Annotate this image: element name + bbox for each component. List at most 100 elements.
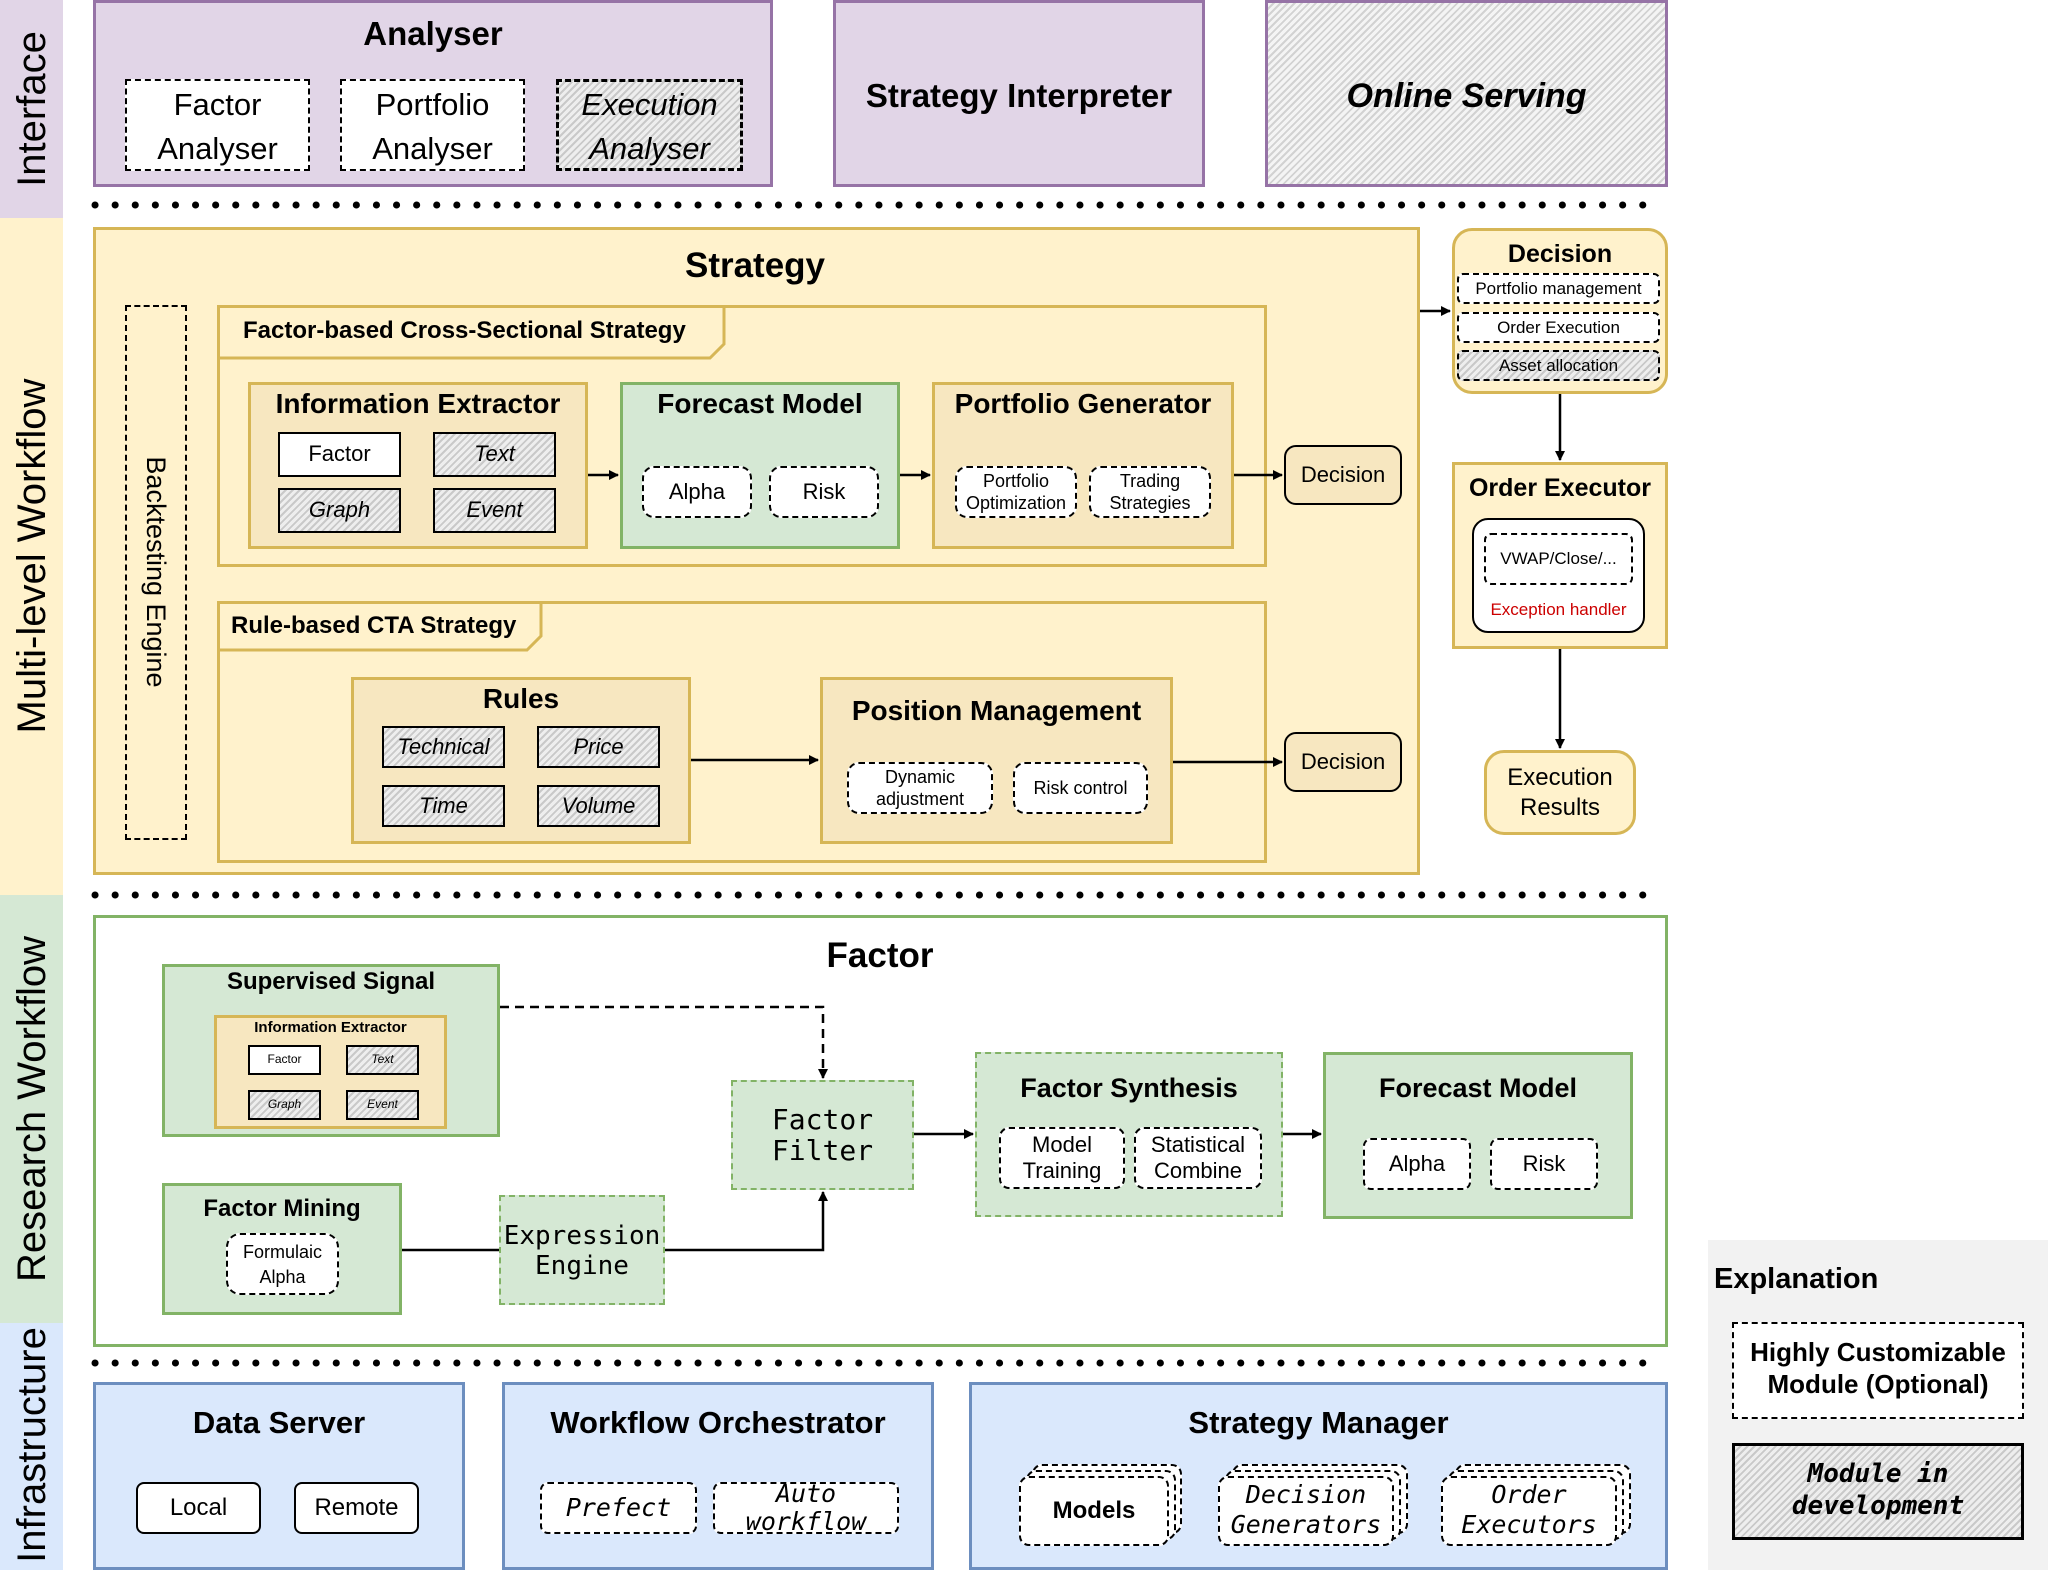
model-training[interactable]	[999, 1127, 1125, 1189]
factor-forecast-alpha[interactable]: Alpha	[1363, 1138, 1471, 1190]
factor-based-tab-label: Factor-based Cross-Sectional Strategy	[243, 316, 686, 344]
formulaic-alpha-line1: Formulaic	[242, 1241, 322, 1262]
information-extractor-title: Information Extractor	[275, 388, 561, 420]
signal-graph[interactable]: Graph	[248, 1090, 321, 1120]
in-development-legend-line2: development	[1791, 1491, 1965, 1522]
factor-forecast-model-title: Forecast Model	[1378, 1072, 1578, 1103]
arrow-expression-to-filter	[665, 1191, 828, 1252]
portfolio-analyser-line2: Analyser	[372, 130, 493, 166]
exception-handler-label: Exception handler	[1490, 600, 1627, 620]
rule-time[interactable]: Time	[382, 785, 505, 827]
decision-generators-stack[interactable]	[1218, 1476, 1394, 1546]
decision-panel-title: Decision	[1507, 240, 1613, 268]
decision-order-execution[interactable]: Order Execution	[1457, 312, 1660, 343]
expression-engine-line2: Engine	[535, 1251, 629, 1282]
forecast-risk[interactable]: Risk	[769, 466, 879, 518]
data-server-remote[interactable]: Remote	[294, 1482, 419, 1534]
execution-results-box[interactable]	[1484, 750, 1636, 835]
trading-strategies[interactable]	[1089, 466, 1211, 518]
risk-control[interactable]: Risk control	[1013, 762, 1148, 814]
factor-analyser-line1: Factor	[173, 86, 262, 122]
order-executors-stack[interactable]	[1441, 1476, 1617, 1546]
rule-technical[interactable]: Technical	[382, 726, 505, 768]
decision-generators-line2: Generators	[1230, 1510, 1382, 1539]
info-factor[interactable]: Factor	[278, 432, 401, 477]
forecast-alpha[interactable]: Alpha	[642, 466, 752, 518]
factor-title: Factor	[826, 936, 934, 976]
rule-volume[interactable]: Volume	[537, 785, 660, 827]
in-development-legend-box	[1732, 1443, 2024, 1540]
position-management-title: Position Management	[851, 695, 1142, 727]
trading-strategies-line1: Trading	[1119, 470, 1181, 491]
factor-filter-box[interactable]: Factor Filter	[731, 1080, 914, 1190]
execution-analyser[interactable]	[556, 79, 743, 171]
customizable-legend-line2: Module (Optional)	[1767, 1369, 1989, 1400]
factor-mining-title: Factor Mining	[203, 1194, 361, 1222]
execution-analyser-line2: Analyser	[589, 130, 710, 166]
expression-engine-box[interactable]	[499, 1195, 665, 1305]
infrastructure-band	[0, 1323, 63, 1570]
factor-synthesis-title: Factor Synthesis	[1020, 1072, 1238, 1103]
statistical-combine-line1: Statistical	[1150, 1131, 1246, 1157]
backtesting-engine[interactable]	[125, 305, 187, 840]
formulaic-alpha[interactable]	[226, 1233, 339, 1295]
signal-factor[interactable]: Factor	[248, 1045, 321, 1075]
decision-asset-allocation[interactable]: Asset allocation	[1457, 350, 1660, 381]
statistical-combine[interactable]	[1134, 1127, 1262, 1189]
dynamic-adjustment[interactable]	[847, 762, 993, 814]
factor-analyser-line2: Analyser	[157, 130, 278, 166]
order-executor-title: Order Executor	[1468, 474, 1651, 502]
models-stack[interactable]: Models	[1019, 1476, 1169, 1546]
order-executors-line2: Executors	[1461, 1510, 1597, 1539]
portfolio-optimization-line2: Optimization	[965, 492, 1067, 513]
rule-decision-box[interactable]: Decision	[1284, 732, 1402, 792]
data-server-panel	[93, 1382, 465, 1570]
portfolio-generator-box	[932, 382, 1234, 549]
rule-price[interactable]: Price	[537, 726, 660, 768]
dynamic-adjustment-line1: Dynamic	[884, 766, 955, 787]
explanation-title: Explanation	[1714, 1262, 1879, 1295]
decision-portfolio-management[interactable]: Portfolio management	[1457, 273, 1660, 304]
execution-results-line1: Execution	[1507, 763, 1613, 791]
portfolio-generator-title: Portfolio Generator	[954, 388, 1212, 420]
position-management-box	[820, 677, 1173, 844]
factor-decision-box[interactable]: Decision	[1284, 445, 1402, 505]
signal-text[interactable]: Text	[346, 1045, 419, 1075]
trading-strategies-line2: Strategies	[1109, 492, 1191, 513]
data-server-title: Data Server	[192, 1404, 366, 1440]
formulaic-alpha-line2: Alpha	[259, 1266, 306, 1287]
online-serving-label: Online Serving	[1346, 76, 1587, 115]
vwap-close-box[interactable]: VWAP/Close/...	[1484, 533, 1633, 585]
info-text[interactable]: Text	[433, 432, 556, 477]
model-training-line1: Model	[1032, 1131, 1092, 1157]
interface-band	[0, 0, 63, 218]
customizable-legend-box	[1732, 1322, 2024, 1419]
model-training-line2: Training	[1022, 1157, 1102, 1183]
factor-forecast-model-box	[1323, 1052, 1633, 1219]
portfolio-analyser-line1: Portfolio	[375, 86, 490, 122]
decision-generators-line1: Decision	[1245, 1480, 1367, 1509]
workflow-orchestrator-title: Workflow Orchestrator	[550, 1404, 886, 1440]
expression-engine-line1: Expression	[503, 1221, 661, 1252]
strategy-interpreter-label: Strategy Interpreter	[865, 76, 1173, 114]
portfolio-optimization[interactable]	[955, 466, 1077, 518]
prefect-item[interactable]: Prefect	[540, 1482, 697, 1534]
customizable-legend-line1: Highly Customizable	[1750, 1337, 2006, 1368]
forecast-model-box	[620, 382, 900, 549]
info-graph[interactable]: Graph	[278, 488, 401, 533]
factor-analyser[interactable]	[125, 79, 310, 171]
order-executors-line1: Order	[1491, 1480, 1567, 1509]
portfolio-analyser[interactable]	[340, 79, 525, 171]
rules-title: Rules	[482, 683, 560, 715]
online-serving[interactable]	[1265, 0, 1668, 187]
auto-workflow-item[interactable]: Auto workflow	[713, 1480, 899, 1536]
signal-event[interactable]: Event	[346, 1090, 419, 1120]
data-server-local[interactable]: Local	[136, 1482, 261, 1534]
factor-forecast-risk[interactable]: Risk	[1490, 1138, 1598, 1190]
supervised-signal-title: Supervised Signal	[226, 967, 436, 995]
info-event[interactable]: Event	[433, 488, 556, 533]
strategy-interpreter[interactable]	[833, 0, 1205, 187]
